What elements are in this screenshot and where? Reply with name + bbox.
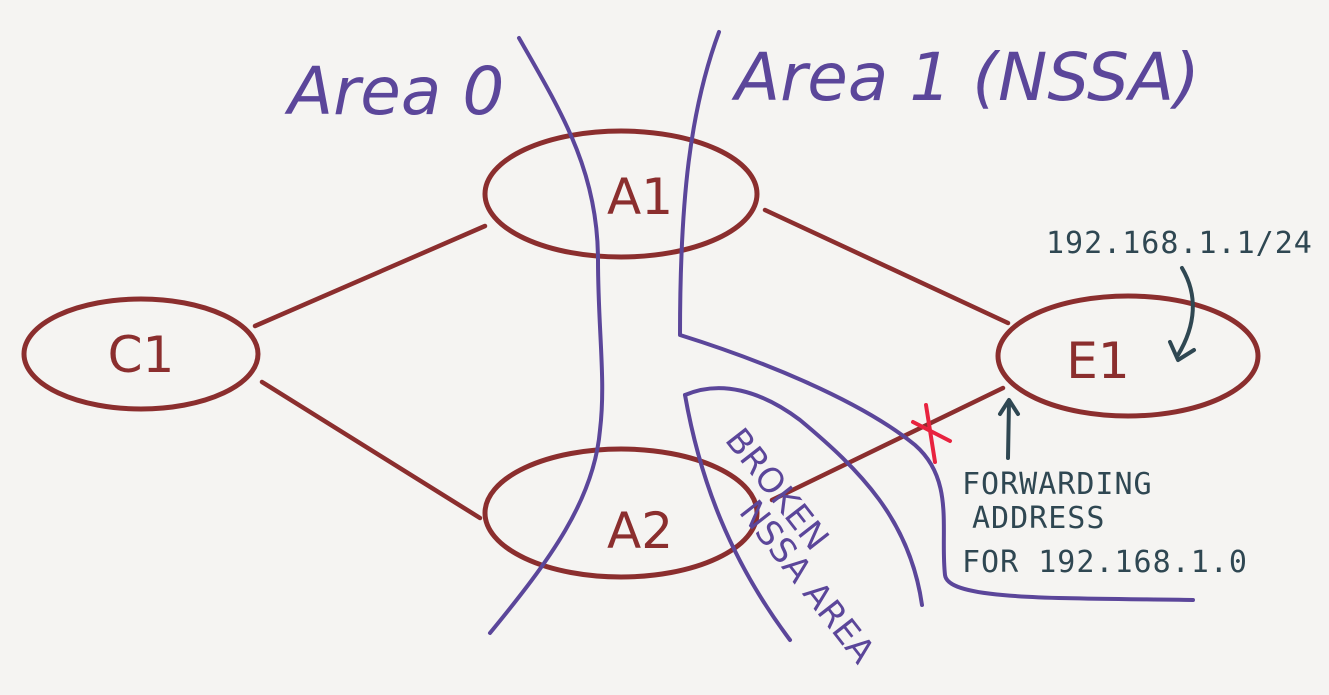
node-e1-label: E1 bbox=[1066, 332, 1129, 390]
break-mark bbox=[911, 403, 952, 464]
node-c1 bbox=[21, 296, 261, 412]
annotation-arrows bbox=[998, 266, 1196, 460]
node-a1-label: A1 bbox=[607, 168, 673, 226]
forwarding-line-1: FORWARDING bbox=[962, 467, 1153, 502]
forwarding-arrowhead bbox=[998, 398, 1020, 416]
ip-arrow bbox=[1176, 266, 1195, 357]
area0-label: Area 0 bbox=[284, 53, 504, 130]
node-e1 bbox=[995, 293, 1261, 419]
link-c1-a1 bbox=[252, 223, 488, 329]
ip-annotation: 192.168.1.1/24 bbox=[1046, 226, 1313, 261]
link-a2-e1 bbox=[769, 385, 1006, 503]
node-c1-label: C1 bbox=[108, 326, 175, 384]
link-c1-a2 bbox=[259, 379, 483, 521]
node-a2-label: A2 bbox=[607, 502, 673, 560]
break-mark-stroke-2 bbox=[924, 403, 937, 464]
broken-nssa-boundary-inner bbox=[683, 393, 792, 642]
forwarding-line-2: ADDRESS bbox=[972, 501, 1105, 536]
forwarding-arrow bbox=[1006, 400, 1011, 460]
ip-arrowhead bbox=[1168, 340, 1196, 362]
links bbox=[252, 207, 1011, 521]
node-a1 bbox=[482, 128, 760, 260]
link-a1-e1 bbox=[762, 207, 1011, 326]
area-boundaries bbox=[488, 30, 1195, 642]
node-a2 bbox=[482, 446, 760, 580]
forwarding-line-3: FOR 192.168.1.0 bbox=[962, 545, 1248, 580]
area0-boundary bbox=[488, 36, 605, 635]
broken-nssa-boundary-outer bbox=[683, 386, 924, 607]
area1-boundary bbox=[678, 30, 1195, 602]
area1-label: Area 1 (NSSA) bbox=[731, 39, 1200, 116]
nodes bbox=[21, 128, 1261, 580]
